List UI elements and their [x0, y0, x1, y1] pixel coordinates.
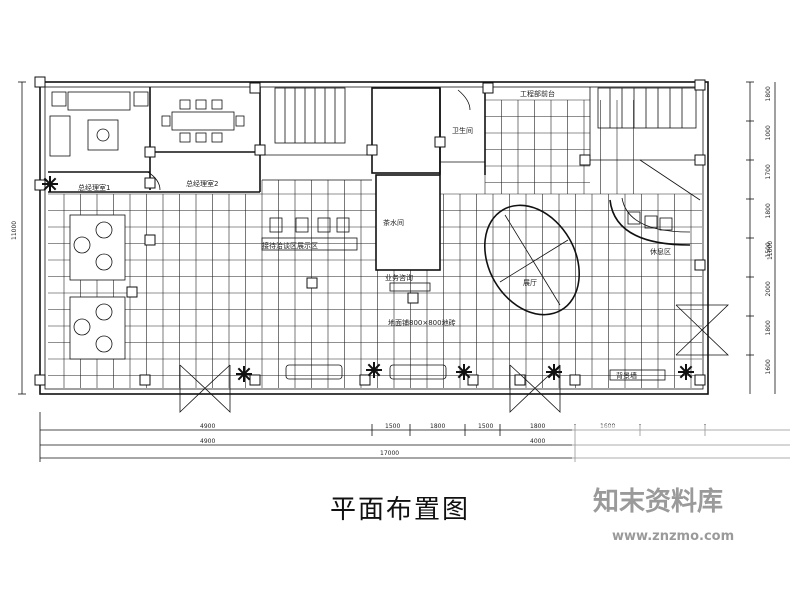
label-office-1: 总经理室1: [78, 183, 110, 192]
watermark-sub: www.znzmo.com: [612, 529, 734, 544]
dim-right-segment: 1800: [765, 320, 772, 335]
dim-bottom-row1-item: 1500: [478, 423, 493, 430]
dim-right-segment: 2000: [765, 281, 772, 296]
interior-walls: [48, 87, 701, 271]
label-reception-desk: 接待洽谈区展示区: [262, 241, 318, 250]
label-lobby-upper: 工程部前台: [520, 89, 555, 98]
drawing-caption: 平面布置图: [330, 495, 470, 525]
curved-sofa: [609, 197, 691, 246]
stairs-left: [274, 87, 346, 144]
oval-showroom-table: [484, 204, 580, 316]
watermark: 知末资料库 www.znzmo.com: [572, 425, 800, 600]
label-lounge-sofa: 休息区: [650, 247, 671, 256]
dim-bottom-total: 17000: [380, 450, 399, 457]
dining-table-set: [161, 99, 245, 143]
dim-bottom-row1-item: 1500: [385, 423, 400, 430]
label-logo-wall: 业务咨询: [385, 273, 413, 282]
dim-left-vertical: 11000: [11, 221, 18, 240]
label-meeting: 茶水间: [383, 218, 404, 227]
dim-bottom-row1-item: 1800: [530, 423, 545, 430]
office-sofa-set: [49, 91, 149, 157]
label-showroom: 展厅: [523, 279, 537, 287]
dim-right-segment: 1500: [765, 242, 772, 257]
label-tiles-note: 地面铺800×800地砖: [388, 318, 456, 327]
label-bathroom: 卫生间: [452, 126, 473, 135]
dim-right-segments: 1800 1000 1700 1800 1500 2000 1800 1600: [746, 81, 772, 375]
label-counter-right: 背景墙: [616, 371, 637, 380]
bar-stools: [261, 217, 358, 251]
dim-bottom-row1: 490015001800150018001600: [200, 423, 615, 430]
dim-bottom-row2-item: 4900: [200, 438, 215, 445]
dimension-lines: 11000 11000: [11, 81, 790, 462]
label-office-2: 总经理室2: [186, 179, 218, 188]
watermark-main: 知末资料库: [593, 487, 723, 517]
dim-right-segment: 1700: [765, 164, 772, 179]
bottom-sofas: [285, 282, 666, 381]
dim-bottom-row2-item: 4000: [530, 438, 545, 445]
dim-right-segment: 1800: [765, 203, 772, 218]
dim-right-segment: 1800: [765, 86, 772, 101]
dim-bottom-row1-item: 1800: [430, 423, 445, 430]
left-lounge-armchairs: [69, 214, 126, 360]
dim-right-segment: 1600: [765, 359, 772, 374]
dim-bottom-row2: 4900 4000: [200, 438, 545, 445]
structural-columns: [34, 76, 706, 386]
exterior-walls: [39, 81, 709, 395]
stairs-right: [597, 87, 697, 129]
potted-plants: [42, 176, 694, 382]
dim-right-vertical: 11000: [767, 241, 774, 260]
room-labels: 总经理室1 总经理室2 卫生间 工程部前台 接待洽谈区展示区 茶水间 业务咨询 …: [78, 89, 671, 380]
dim-right-segment: 1000: [765, 125, 772, 140]
dim-bottom-row1-item: 4900: [200, 423, 215, 430]
